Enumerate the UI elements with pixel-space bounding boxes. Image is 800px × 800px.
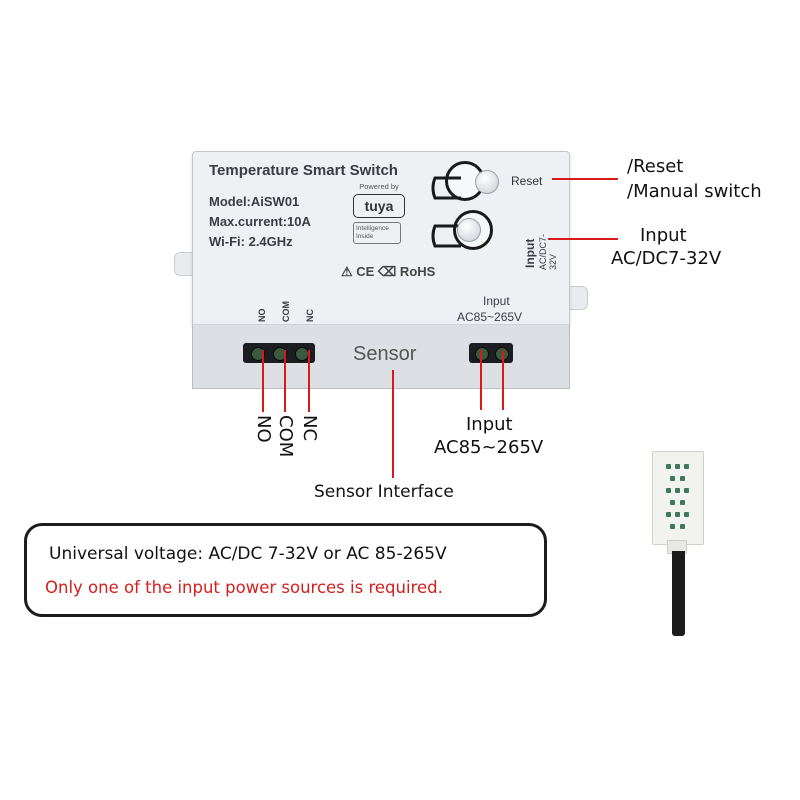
input-dc-annotation-label: Input bbox=[640, 225, 687, 246]
relay-terminal-block bbox=[243, 343, 315, 363]
vent-icon bbox=[684, 464, 689, 469]
device-wifi: Wi-Fi: 2.4GHz bbox=[209, 234, 293, 249]
sensor-cable bbox=[672, 551, 685, 636]
reset-button-outline-icon bbox=[431, 176, 461, 200]
terminal-label-nc: NC bbox=[305, 309, 315, 322]
terminal-label-com: COM bbox=[281, 301, 291, 322]
screw-icon bbox=[475, 347, 489, 361]
sensor-port-label: Sensor bbox=[353, 343, 417, 365]
vent-icon bbox=[666, 512, 671, 517]
input-ac-annotation-voltage: AC85~265V bbox=[434, 437, 544, 458]
screw-icon bbox=[251, 347, 265, 361]
device-title: Temperature Smart Switch bbox=[209, 162, 398, 179]
vent-icon bbox=[680, 476, 685, 481]
reset-pointer-line bbox=[552, 178, 618, 180]
vent-icon bbox=[666, 464, 671, 469]
power-terminal-block bbox=[469, 343, 513, 363]
manual-switch-annotation: /Manual switch bbox=[627, 181, 762, 202]
tuya-logo: tuya bbox=[353, 194, 405, 218]
single-source-warning-text: Only one of the input power sources is r… bbox=[45, 578, 443, 597]
input-ac-pointer-line-2 bbox=[502, 350, 504, 410]
com-pointer-line bbox=[284, 350, 286, 412]
input-dc-pointer-line bbox=[548, 238, 618, 240]
terminal-label-no: NO bbox=[257, 308, 267, 323]
input-ac-pointer-line-1 bbox=[480, 350, 482, 410]
device-front-panel: Sensor bbox=[192, 324, 570, 389]
vent-icon bbox=[670, 476, 675, 481]
reset-label: Reset bbox=[511, 174, 543, 188]
input-ac-annotation-label: Input bbox=[466, 414, 513, 435]
screw-icon bbox=[295, 347, 309, 361]
screw-icon bbox=[273, 347, 287, 361]
temperature-humidity-sensor-probe bbox=[652, 451, 704, 545]
vent-icon bbox=[680, 500, 685, 505]
vent-icon bbox=[675, 464, 680, 469]
sensor-pointer-line bbox=[392, 370, 394, 478]
vent-icon bbox=[670, 524, 675, 529]
no-annotation: NO bbox=[253, 415, 274, 443]
vent-icon bbox=[666, 488, 671, 493]
reset-button[interactable] bbox=[475, 170, 499, 194]
vent-icon bbox=[684, 512, 689, 517]
side-input-block bbox=[519, 160, 559, 220]
com-annotation: COM bbox=[275, 415, 296, 458]
reset-annotation: /Reset bbox=[627, 156, 684, 177]
device-top-panel: Temperature Smart Switch Model:AiSW01 Ma… bbox=[192, 151, 570, 327]
sensor-interface-annotation: Sensor Interface bbox=[314, 482, 454, 502]
side-input-label: Input bbox=[523, 238, 537, 268]
input-dc-annotation-voltage: AC/DC7-32V bbox=[611, 248, 722, 269]
vent-icon bbox=[675, 488, 680, 493]
vent-icon bbox=[670, 500, 675, 505]
voltage-info-box: Universal voltage: AC/DC 7-32V or AC 85-… bbox=[24, 523, 547, 617]
nc-annotation: NC bbox=[299, 415, 320, 442]
vent-icon bbox=[680, 524, 685, 529]
powered-by-text: Powered by bbox=[359, 182, 399, 191]
bottom-input-label: Input bbox=[483, 294, 510, 308]
no-pointer-line bbox=[262, 350, 264, 412]
intelligence-inside-text: Intelligence Inside bbox=[353, 222, 401, 244]
device-model: Model:AiSW01 bbox=[209, 194, 300, 209]
device-max-current: Max.current:10A bbox=[209, 214, 311, 229]
bottom-input-voltage: AC85~265V bbox=[457, 310, 523, 324]
universal-voltage-text: Universal voltage: AC/DC 7-32V or AC 85-… bbox=[49, 544, 447, 564]
manual-switch-button[interactable] bbox=[457, 218, 481, 242]
certification-marks: ⚠ CE ⌫ RoHS bbox=[341, 264, 436, 279]
nc-pointer-line bbox=[308, 350, 310, 412]
manual-switch-outline-icon bbox=[431, 224, 461, 248]
vent-icon bbox=[684, 488, 689, 493]
vent-icon bbox=[675, 512, 680, 517]
tuya-badge: Powered by tuya Intelligence Inside bbox=[351, 180, 407, 252]
